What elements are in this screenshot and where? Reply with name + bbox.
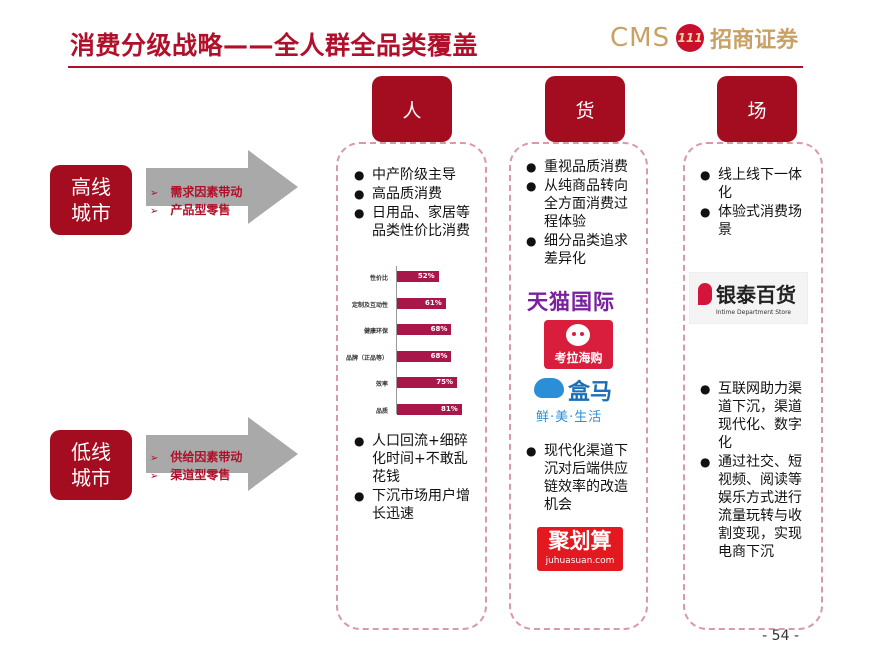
place-column [683,142,823,630]
low-city-factors: ➢ 供给因素带动 ➢ 渠道型零售 [150,449,242,485]
chevron-right-icon: ➢ [150,453,159,464]
chart-bar: 75% [397,377,457,388]
column-header-people: 人 [372,76,452,142]
chart-category-label: 效率 [375,381,388,388]
koala-icon [566,324,590,346]
list-item: 从纯商品转向全方面消费过程体验 [526,177,640,231]
column-header-goods: 货 [545,76,625,142]
place-bottom-list: 互联网助力渠道下沉，渠道现代化、数字化 通过社交、短视频、阅读等娱乐方式进行流量… [700,380,812,562]
intime-text: 银泰百货 [716,283,796,307]
logo-badge-icon: 111 [676,24,705,52]
hema-logo: 盒马 鲜·美·生活 [530,374,630,426]
list-item: 通过社交、短视频、阅读等娱乐方式进行流量玩转与收割变现，实现电商下沉 [700,453,812,561]
place-top-list: 线上线下一体化 体验式消费场景 [700,166,812,240]
juhuasuan-logo: 聚划算 juhuasuan.com [537,527,623,571]
high-city-arrow [146,150,298,224]
juhuasuan-url: juhuasuan.com [545,556,615,566]
list-item: 细分品类追求差异化 [526,232,640,268]
hema-hippo-icon [534,378,564,398]
logo-cms-text: CMS [610,23,671,53]
juhuasuan-text: 聚划算 [548,529,612,553]
high-city-label: 高线城市 [71,175,111,225]
chevron-right-icon: ➢ [150,206,159,217]
tmall-global-logo: 天猫国际 [527,290,615,314]
chevron-right-icon: ➢ [150,471,159,482]
chart-bar: 81% [397,403,462,415]
low-city-factor-2: 渠道型零售 [170,468,231,482]
list-item: 现代化渠道下沉对后端供应链效率的改造机会 [526,442,640,514]
chart-bar: 52% [397,271,439,282]
high-city-box: 高线城市 [50,165,132,235]
low-city-box: 低线城市 [50,430,132,500]
chart-category-label: 健康环保 [363,328,388,335]
list-item: 线上线下一体化 [700,166,812,202]
chart-bar: 68% [397,350,452,362]
people-top-list: 中产阶级主导 高品质消费 日用品、家居等品类性价比消费 [354,166,474,241]
list-item: 高品质消费 [354,185,474,203]
hema-slogan: 鲜·美·生活 [536,410,603,425]
logo-chinese-text: 招商证券 [710,27,799,53]
low-city-arrow [146,417,298,491]
list-item: 互联网助力渠道下沉，渠道现代化、数字化 [700,380,812,452]
high-city-factor-1: 需求因素带动 [170,185,243,199]
list-item: 日用品、家居等品类性价比消费 [354,204,474,240]
people-column [336,142,487,630]
hema-text: 盒马 [568,380,613,405]
goods-top-list: 重视品质消费 从纯商品转向全方面消费过程体验 细分品类追求差异化 [526,158,640,269]
chart-category-label: 性价比 [369,275,388,282]
list-item: 中产阶级主导 [354,166,474,184]
list-item: 人口回流+细碎化时间+不敢乱花钱 [354,432,474,486]
high-city-factors: ➢ 需求因素带动 ➢ 产品型零售 [150,184,242,220]
goods-column [509,142,648,630]
title-underline [68,66,803,68]
chart-bar: 68% [397,324,452,335]
low-city-label: 低线城市 [71,440,111,490]
kaola-text: 考拉海购 [554,351,603,365]
high-city-factor-2: 产品型零售 [170,203,231,217]
goods-bottom-list: 现代化渠道下沉对后端供应链效率的改造机会 [526,442,640,515]
column-header-place: 场 [717,76,797,142]
list-item: 下沉市场用户增长迅速 [354,487,474,523]
low-city-factor-1: 供给因素带动 [170,450,243,464]
chart-bar: 61% [397,297,446,309]
kaola-logo: 考拉海购 [544,320,613,369]
intime-mark-icon [698,283,712,305]
chart-category-label: 品牌（正品等） [345,354,388,362]
page-title: 消费分级战略——全人群全品类覆盖 [70,31,479,60]
page-number: - 54 - [762,628,799,644]
company-logo: CMS 111 招商证券 [610,22,798,54]
chart-category-label: 定制及互动性 [351,301,388,309]
people-bottom-list: 人口回流+细碎化时间+不敢乱花钱 下沉市场用户增长迅速 [354,432,474,524]
intime-logo: 银泰百货 Intime Department Store [689,272,808,324]
list-item: 重视品质消费 [526,158,640,176]
chart-category-label: 品质 [375,407,388,415]
list-item: 体验式消费场景 [700,203,812,239]
intime-en-text: Intime Department Store [716,309,792,316]
chart-axis [396,266,397,414]
chevron-right-icon: ➢ [150,188,159,199]
